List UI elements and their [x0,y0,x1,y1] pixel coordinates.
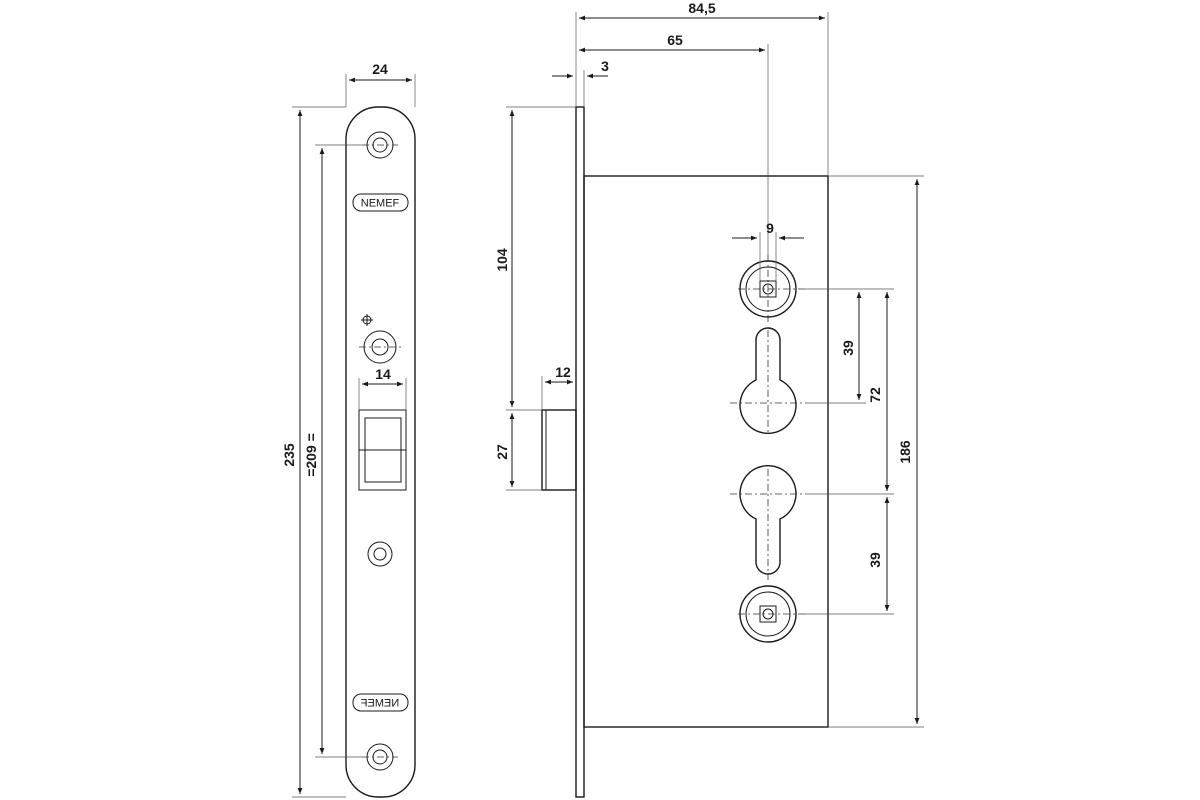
latch-window [358,409,407,491]
height-label: 235 [281,443,297,467]
middle-screw-hole [367,541,393,567]
dimension-latch-height: 27 [494,413,542,491]
dimension-height: 235 [281,106,346,798]
logo-text-bottom: NEMEF [360,698,399,710]
nemef-logo-bottom: NEMEF [352,693,409,712]
dimension-plate-thickness: 3 [552,58,609,107]
lower-follower [738,585,805,643]
upper-spacing-label: 39 [840,340,856,356]
top-screw-hole [362,131,398,159]
crosshair-mark [361,314,373,326]
dimension-hole-spacing: =209 = [303,144,362,758]
dimension-latch-projection: 12 [541,364,573,410]
backset-label: 65 [667,32,683,48]
hole-spacing-label: =209 = [303,433,319,477]
nemef-logo-top: NEMEF [352,193,409,212]
latch-bolt [541,409,577,491]
spindle-hole [359,330,401,364]
upper-follower [738,255,805,322]
case-height-label: 186 [897,440,913,464]
width-label: 24 [372,61,388,77]
dimension-backset: 65 [579,32,769,255]
faceplate-outline [345,106,416,798]
upper-keyhole [730,327,805,434]
latch-height-label: 27 [494,444,510,460]
lock-case [583,175,829,728]
dimension-width: 24 [345,61,416,107]
dimension-latch-offset: 104 [494,106,576,411]
bottom-screw-hole [362,743,398,771]
depth-total-label: 84,5 [688,0,715,16]
plate-thickness-label: 3 [601,58,609,74]
side-view: 84,5 65 3 9 104 [494,0,924,798]
dimension-lower-spacing: 39 [805,497,894,615]
center-spacing-label: 72 [867,387,883,403]
latch-width-label: 14 [375,366,391,382]
dimension-case-height: 186 [828,175,924,728]
front-view: NEMEF NEMEF [281,61,416,798]
lower-spacing-label: 39 [867,552,883,568]
dimension-latch-width: 14 [358,366,407,410]
follower-label: 9 [766,220,774,236]
latch-projection-label: 12 [555,364,571,380]
dimension-depth-total: 84,5 [575,0,829,176]
logo-text-top: NEMEF [361,198,400,210]
dimension-follower: 9 [732,220,804,281]
latch-offset-label: 104 [494,248,510,272]
dimension-upper-spacing: 39 [805,288,894,404]
faceplate-edge [575,106,585,798]
dimension-center-spacing: 72 [805,292,894,495]
lower-keyhole [730,465,805,580]
